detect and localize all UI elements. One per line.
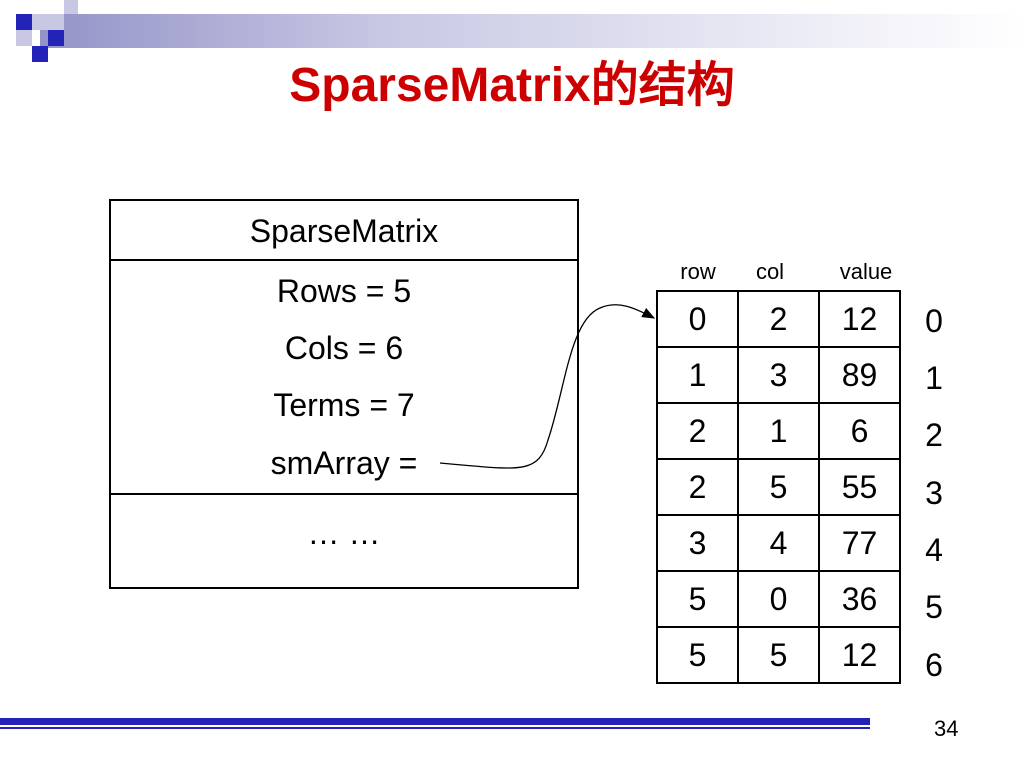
row-index: 5 (925, 589, 943, 625)
footer-bar (0, 718, 870, 725)
decor-square (48, 30, 64, 46)
table-cell: 89 (818, 346, 901, 404)
box-divider (111, 493, 577, 495)
box-field-cols: Cols = 6 (284, 330, 404, 366)
table-cell: 1 (737, 402, 820, 460)
row-index: 4 (925, 532, 943, 568)
table-cell: 77 (818, 514, 901, 572)
table-row: 5 5 12 (656, 626, 901, 684)
decor-square (32, 14, 48, 30)
row-index: 0 (925, 303, 943, 339)
header-gradient-bar (40, 14, 1024, 48)
table-row: 3 4 77 (656, 514, 901, 572)
decor-square (64, 0, 78, 14)
box-field-terms: Terms = 7 (273, 387, 415, 423)
sm-array-table: 0 2 12 1 3 89 2 1 6 2 5 55 3 4 77 5 0 36… (656, 290, 901, 684)
row-index: 2 (925, 417, 943, 453)
box-field-smarray: smArray = (270, 445, 418, 481)
table-cell: 2 (737, 290, 820, 348)
table-cell: 3 (656, 514, 739, 572)
table-cell: 5 (656, 626, 739, 684)
table-cell: 5 (737, 626, 820, 684)
box-field-rows: Rows = 5 (276, 273, 412, 309)
table-cell: 5 (737, 458, 820, 516)
table-cell: 0 (656, 290, 739, 348)
box-header: SparseMatrix (111, 201, 577, 261)
table-cell: 4 (737, 514, 820, 572)
decor-square (16, 14, 32, 30)
row-index: 1 (925, 360, 943, 396)
table-row: 0 2 12 (656, 290, 901, 348)
column-label-row: row (680, 259, 716, 284)
sparse-matrix-box: SparseMatrix Rows = 5 Cols = 6 Terms = 7… (109, 199, 579, 589)
row-index: 6 (925, 647, 943, 683)
table-cell: 3 (737, 346, 820, 404)
decor-square (48, 14, 64, 30)
table-cell: 6 (818, 402, 901, 460)
table-row: 1 3 89 (656, 346, 901, 404)
table-cell: 12 (818, 290, 901, 348)
row-index: 3 (925, 475, 943, 511)
table-cell: 0 (737, 570, 820, 628)
footer-line (0, 727, 870, 729)
column-label-col: col (755, 259, 785, 284)
table-cell: 2 (656, 458, 739, 516)
table-cell: 36 (818, 570, 901, 628)
box-ellipsis: … … (307, 515, 381, 551)
page-number: 34 (934, 716, 959, 741)
table-cell: 5 (656, 570, 739, 628)
table-cell: 12 (818, 626, 901, 684)
decor-square (32, 46, 48, 62)
decor-square (16, 30, 32, 46)
table-cell: 2 (656, 402, 739, 460)
table-cell: 1 (656, 346, 739, 404)
table-row: 5 0 36 (656, 570, 901, 628)
slide-title: SparseMatrix的结构 (289, 59, 735, 112)
column-label-value: value (839, 259, 893, 284)
table-cell: 55 (818, 458, 901, 516)
table-row: 2 5 55 (656, 458, 901, 516)
table-row: 2 1 6 (656, 402, 901, 460)
